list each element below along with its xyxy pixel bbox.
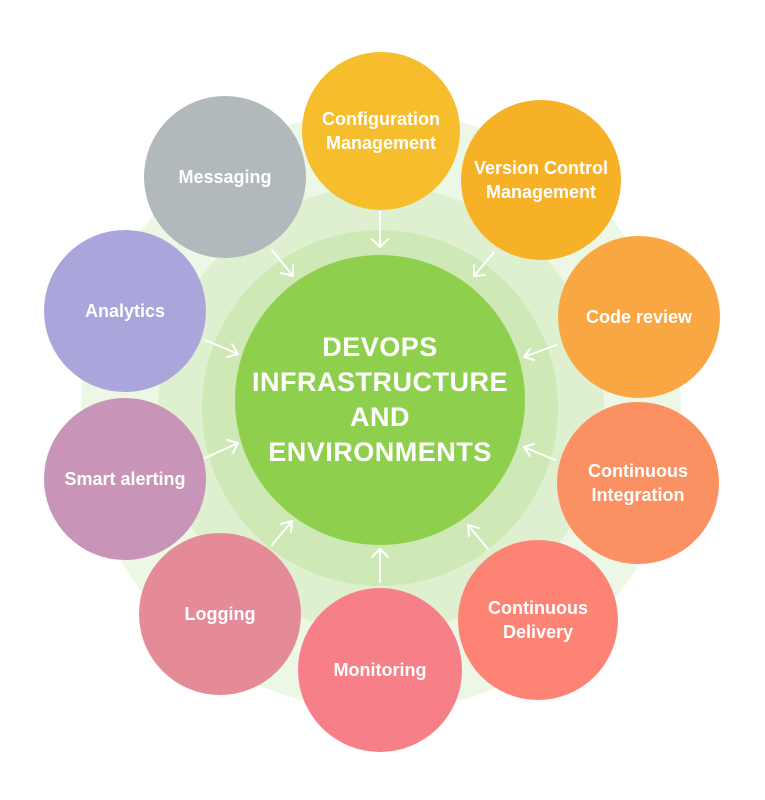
node-label: Logging [184, 604, 256, 624]
node-label: Continuous Integration [588, 461, 688, 505]
node-label: Smart alerting [64, 469, 186, 489]
node-version-control-management: Version Control Management [461, 100, 621, 260]
node-label: Messaging [178, 167, 272, 187]
node-continuous-delivery: Continuous Delivery [458, 540, 618, 700]
node-label: Continuous Delivery [488, 598, 588, 642]
node-continuous-integration: Continuous Integration [557, 402, 719, 564]
node-analytics: Analytics [44, 230, 206, 392]
node-code-review: Code review [558, 236, 720, 398]
node-configuration-management: Configuration Management [302, 52, 460, 210]
node-label: Monitoring [333, 660, 427, 680]
node-logging: Logging [139, 533, 301, 695]
node-label: Code review [585, 307, 693, 327]
node-label: Analytics [84, 301, 166, 321]
node-smart-alerting: Smart alerting [44, 398, 206, 560]
node-label: Configuration Management [322, 109, 440, 153]
node-label: Version Control Management [473, 158, 608, 202]
center-label: DEVOPS INFRASTRUCTURE AND ENVIRONMENTS [252, 332, 508, 467]
center-node: DEVOPS INFRASTRUCTURE AND ENVIRONMENTS [235, 255, 525, 545]
node-messaging: Messaging [144, 96, 306, 258]
node-monitoring: Monitoring [298, 588, 462, 752]
